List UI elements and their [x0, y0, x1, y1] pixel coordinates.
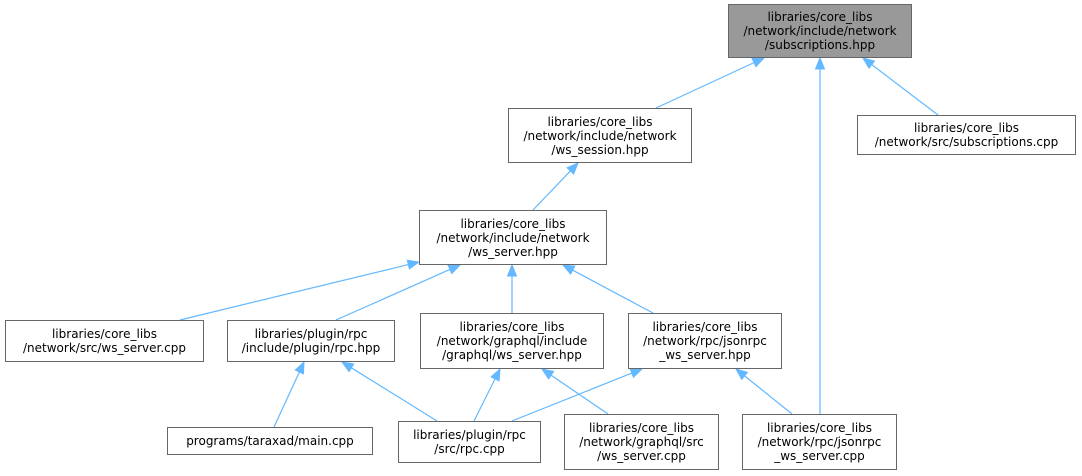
- edge-ws_session_hpp-to-subscriptions_hpp: [655, 57, 766, 109]
- node-jsonrpc-ws-server-cpp[interactable]: libraries/core_libs /network/rpc/jsonrpc…: [742, 414, 897, 470]
- edge-ws_server_hpp-to-ws_session_hpp: [532, 162, 579, 211]
- edge-arrowhead: [340, 361, 355, 373]
- edge-line: [179, 264, 409, 321]
- edge-line: [273, 371, 300, 428]
- node-label-line: _ws_server.hpp: [659, 348, 751, 362]
- node-label-line: /include/plugin/rpc.hpp: [241, 341, 381, 355]
- node-label-line: /ws_server.hpp: [468, 244, 558, 259]
- edge-line: [511, 372, 633, 422]
- edge-arrowhead: [540, 368, 555, 380]
- node-ws-session-hpp[interactable]: libraries/core_libs /network/include/net…: [508, 108, 692, 163]
- edge-plugin_rpc_hpp-to-ws_server_hpp: [335, 264, 462, 321]
- edge-rpc_cpp-to-graphql_ws_server_hpp: [473, 367, 501, 422]
- node-label-line: libraries/core_libs: [51, 327, 158, 341]
- edge-arrowhead: [506, 263, 518, 277]
- node-label-line: /network/graphql/include: [436, 334, 588, 348]
- node-label-line: /network/src/subscriptions.cpp: [874, 135, 1059, 149]
- node-rpc-cpp[interactable]: libraries/plugin/rpc /src/rpc.cpp: [398, 421, 541, 463]
- edge-arrowhead: [406, 259, 421, 270]
- edge-jsonrpc_ws_server_hpp-to-ws_server_hpp: [561, 264, 654, 314]
- edge-line: [572, 269, 654, 314]
- edge-line: [655, 62, 755, 109]
- edge-src_ws_server_cpp-to-ws_server_hpp: [179, 259, 421, 321]
- node-label-line: libraries/core_libs: [459, 320, 565, 334]
- edge-arrowhead: [490, 367, 501, 382]
- edge-line: [744, 375, 793, 415]
- node-label-line: /subscriptions.hpp: [764, 38, 876, 52]
- edge-arrowhead: [734, 368, 749, 381]
- node-label-line: /network/include/network: [436, 230, 590, 245]
- node-src-ws-server-cpp[interactable]: libraries/core_libs /network/src/ws_serv…: [5, 320, 204, 362]
- edge-graphql_ws_server_cpp-to-graphql_ws_server_hpp: [540, 368, 609, 415]
- node-label-line: /network/rpc/jsonrpc: [643, 334, 767, 348]
- node-label-line: libraries/plugin/rpc: [254, 327, 368, 341]
- edge-rpc_cpp-to-jsonrpc_ws_server_hpp: [511, 368, 644, 422]
- edge-line: [351, 367, 438, 422]
- node-label-line: /ws_session.hpp: [551, 142, 649, 157]
- edge-main_cpp-to-plugin_rpc_hpp: [273, 360, 305, 428]
- node-plugin-rpc-hpp[interactable]: libraries/plugin/rpc /include/plugin/rpc…: [227, 320, 395, 362]
- node-label-line: /graphql/ws_server.hpp: [442, 348, 582, 362]
- edge-arrowhead: [861, 57, 876, 70]
- edge-jsonrpc_ws_server_cpp-to-subscriptions_hpp: [814, 56, 826, 414]
- node-label-line: /network/include/network: [523, 128, 677, 143]
- node-label-line: libraries/core_libs: [766, 421, 873, 435]
- edge-line: [473, 378, 496, 422]
- edge-arrowhead: [566, 162, 579, 175]
- node-label-line: _ws_server.cpp: [774, 449, 865, 463]
- node-label-line: libraries/core_libs: [588, 421, 695, 435]
- edge-arrowhead: [629, 368, 644, 379]
- node-label-line: programs/taraxad/main.cpp: [186, 434, 354, 448]
- node-label-line: /network/src/ws_server.cpp: [23, 341, 186, 355]
- edge-line: [532, 170, 571, 211]
- node-graphql-ws-server-hpp[interactable]: libraries/core_libs /network/graphql/inc…: [420, 313, 604, 369]
- edge-jsonrpc_ws_server_cpp-to-jsonrpc_ws_server_hpp: [734, 368, 793, 415]
- node-main-cpp[interactable]: programs/taraxad/main.cpp: [167, 427, 373, 455]
- edge-arrowhead: [561, 264, 576, 276]
- node-label-line: /ws_server.cpp: [597, 449, 686, 463]
- edge-rpc_cpp-to-plugin_rpc_hpp: [340, 361, 438, 422]
- node-label-line: libraries/core_libs: [652, 320, 758, 334]
- edge-arrowhead: [447, 264, 462, 275]
- edge-arrowhead: [751, 57, 766, 68]
- node-subscriptions-cpp[interactable]: libraries/core_libs /network/src/subscri…: [857, 115, 1076, 155]
- edge-line: [335, 268, 451, 321]
- edge-graphql_ws_server_hpp-to-ws_server_hpp: [506, 263, 518, 313]
- node-jsonrpc-ws-server-hpp[interactable]: libraries/core_libs /network/rpc/jsonrpc…: [628, 313, 782, 369]
- node-label-line: /src/rpc.cpp: [434, 442, 505, 456]
- edge-subscriptions_cpp-to-subscriptions_hpp: [861, 57, 939, 116]
- node-label-line: libraries/core_libs: [547, 114, 653, 129]
- node-label-line: libraries/core_libs: [913, 121, 1020, 135]
- node-ws-server-hpp[interactable]: libraries/core_libs /network/include/net…: [419, 210, 607, 265]
- node-subscriptions-hpp: libraries/core_libs /network/include/net…: [728, 4, 912, 58]
- node-label-line: /network/graphql/src: [579, 435, 704, 449]
- edge-arrowhead: [294, 360, 305, 375]
- node-label-line: libraries/plugin/rpc: [413, 428, 526, 442]
- node-label-line: libraries/core_libs: [767, 10, 873, 24]
- edge-line: [871, 64, 939, 116]
- node-label-line: /network/include/network: [743, 24, 897, 38]
- node-label-line: /network/rpc/jsonrpc: [757, 435, 882, 449]
- node-graphql-ws-server-cpp[interactable]: libraries/core_libs /network/graphql/src…: [564, 414, 719, 470]
- edge-arrowhead: [814, 56, 826, 70]
- node-label-line: libraries/core_libs: [460, 216, 566, 231]
